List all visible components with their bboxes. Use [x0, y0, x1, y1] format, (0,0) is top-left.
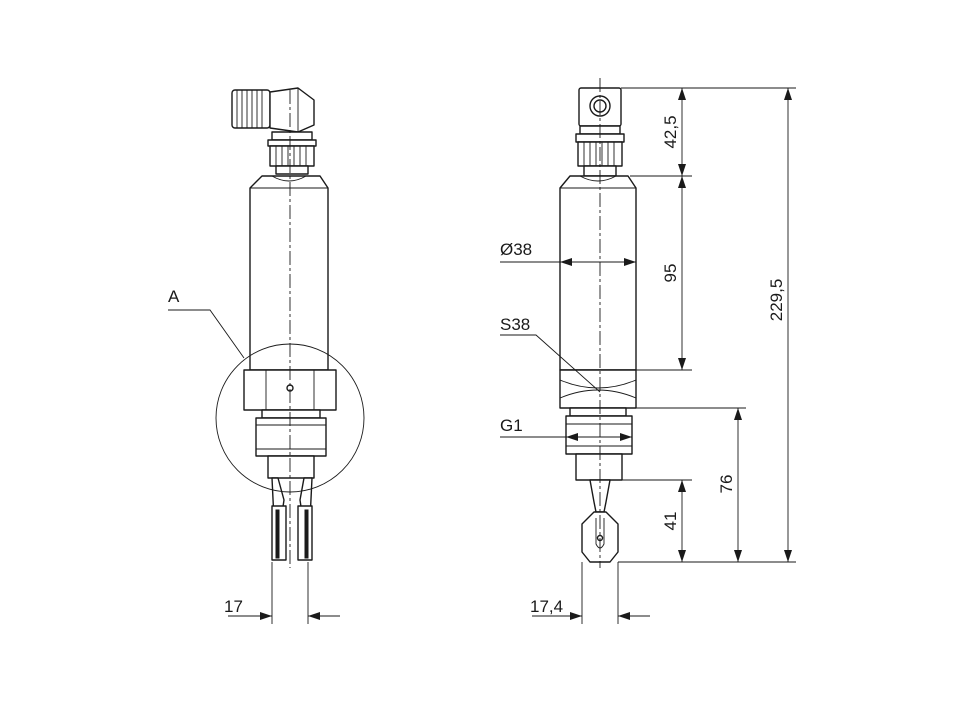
diameter-label: Ø38: [500, 240, 532, 259]
thread: [255, 417, 327, 479]
connector-height-dimension: [678, 88, 686, 176]
sensor-housing: [249, 175, 329, 371]
thread-dimension: [500, 433, 632, 441]
insertion-length-dimension: [734, 408, 742, 562]
insertion-length-label: 76: [717, 475, 736, 494]
housing-front: [559, 175, 637, 371]
hex-label: S38: [500, 315, 530, 334]
right-view: Ø38 S38 G1 42,5: [500, 78, 796, 624]
thread-label: G1: [500, 416, 523, 435]
fork-length-dimension: [678, 480, 686, 562]
left-width-label: 17: [224, 597, 243, 616]
body-height-dimension: [678, 176, 686, 370]
fork-tines: [271, 477, 313, 561]
right-width-dimension: [532, 562, 650, 624]
detail-label: A: [168, 287, 180, 306]
detail-leader: [168, 309, 245, 359]
right-width-label: 17,4: [530, 597, 563, 616]
thread-front: [565, 415, 633, 481]
fork-length-label: 41: [661, 512, 680, 531]
extension-lines: [618, 87, 796, 563]
body-height-label: 95: [661, 264, 680, 283]
angled-connector: [231, 87, 315, 133]
connector-nut: [267, 131, 317, 175]
total-height-dimension: [784, 88, 792, 562]
left-width-dimension: [228, 562, 340, 624]
total-height-label: 229,5: [767, 279, 786, 322]
hex-front: [559, 369, 637, 417]
connector-height-label: 42,5: [661, 115, 680, 148]
left-view: A 17: [168, 87, 365, 624]
hex-leader: [500, 334, 601, 393]
detail-circle: [215, 343, 365, 493]
diameter-dimension: [500, 258, 636, 266]
